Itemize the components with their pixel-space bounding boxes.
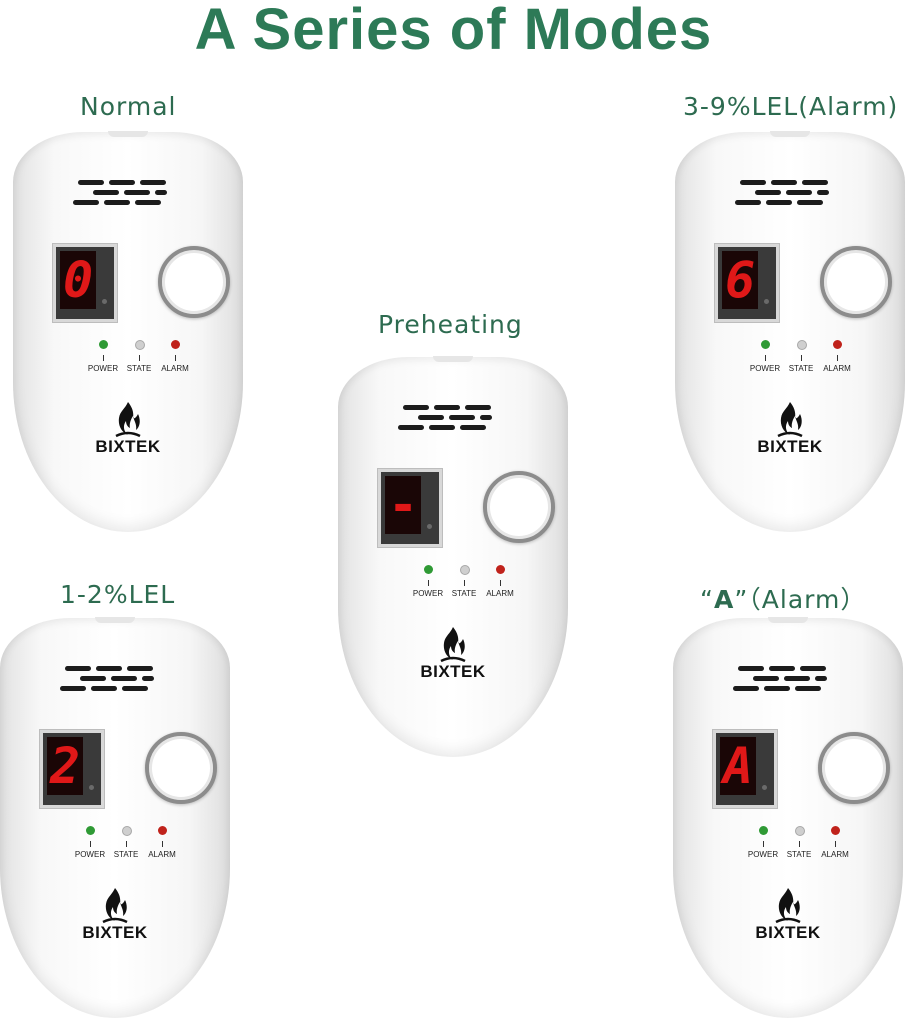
state-led	[460, 565, 470, 575]
speaker-grille	[13, 132, 243, 205]
display-digit: 6	[722, 251, 758, 309]
state-led	[795, 826, 805, 836]
power-label: POWER	[749, 364, 781, 373]
speaker-grille	[675, 132, 905, 205]
mode-label-low: 1-2%LEL	[60, 580, 176, 609]
state-label: STATE	[786, 850, 812, 859]
power-label: POWER	[747, 850, 779, 859]
digit-display: 2	[40, 730, 104, 808]
indicator-leds: POWER STATE ALARM	[408, 565, 518, 605]
test-button[interactable]	[818, 732, 890, 804]
state-led	[122, 826, 132, 836]
decimal-point	[764, 299, 769, 304]
speaker-grille	[673, 618, 903, 691]
test-button[interactable]	[820, 246, 892, 318]
mode-label-alarm-high: 3-9%LEL(Alarm)	[683, 92, 899, 121]
display-digit: 0	[60, 251, 96, 309]
speaker-grille	[0, 618, 230, 691]
gas-detector-5: A POWER STATE ALARM BIXTEK	[673, 617, 903, 1018]
page-title: A Series of Modes	[194, 0, 713, 62]
decimal-point	[427, 524, 432, 529]
brand-logo-text: BIXTEK	[757, 437, 823, 456]
state-label: STATE	[451, 589, 477, 598]
decimal-point	[89, 785, 94, 790]
alarm-led	[158, 826, 167, 835]
decimal-point	[762, 785, 767, 790]
digit-display: A	[713, 730, 777, 808]
alarm-label: ALARM	[161, 364, 189, 373]
mode-label-preheating: Preheating	[378, 310, 523, 339]
device-notch	[433, 356, 473, 362]
alarm-label: ALARM	[148, 850, 176, 859]
mode-label-normal: Normal	[80, 92, 177, 121]
brand-logo-text: BIXTEK	[95, 437, 161, 456]
alarm-label: ALARM	[823, 364, 851, 373]
flame-icon	[440, 627, 466, 663]
power-label: POWER	[412, 589, 444, 598]
flame-icon	[775, 888, 801, 924]
display-digit: -	[385, 476, 421, 534]
state-label: STATE	[788, 364, 814, 373]
test-button[interactable]	[158, 246, 230, 318]
indicator-leds: POWER STATE ALARM	[83, 340, 193, 380]
device-notch	[770, 131, 810, 137]
power-led	[759, 826, 768, 835]
flame-icon	[777, 402, 803, 438]
indicator-leds: POWER STATE ALARM	[743, 826, 853, 866]
power-led	[424, 565, 433, 574]
flame-icon	[102, 888, 128, 924]
gas-detector-4: 2 POWER STATE ALARM BIXTEK	[0, 617, 230, 1018]
brand-logo-text: BIXTEK	[82, 923, 148, 942]
device-notch	[95, 617, 135, 623]
flame-icon	[115, 402, 141, 438]
display-digit: 2	[47, 737, 83, 795]
indicator-leds: POWER STATE ALARM	[745, 340, 855, 380]
power-led	[761, 340, 770, 349]
power-label: POWER	[87, 364, 119, 373]
device-notch	[108, 131, 148, 137]
power-led	[99, 340, 108, 349]
display-digit: A	[720, 737, 756, 795]
alarm-label: ALARM	[821, 850, 849, 859]
gas-detector-2: 6 POWER STATE ALARM BIXTEK	[675, 131, 905, 532]
alarm-led	[831, 826, 840, 835]
state-led	[797, 340, 807, 350]
gas-detector-3: - POWER STATE ALARM BIXTEK	[338, 356, 568, 757]
alarm-led	[496, 565, 505, 574]
test-button[interactable]	[483, 471, 555, 543]
digit-display: 0	[53, 244, 117, 322]
digit-display: 6	[715, 244, 779, 322]
power-led	[86, 826, 95, 835]
alarm-label: ALARM	[486, 589, 514, 598]
brand-logo-text: BIXTEK	[755, 923, 821, 942]
power-label: POWER	[74, 850, 106, 859]
digit-display: -	[378, 469, 442, 547]
alarm-led	[171, 340, 180, 349]
brand-logo-text: BIXTEK	[420, 662, 486, 681]
alarm-led	[833, 340, 842, 349]
speaker-grille	[338, 357, 568, 430]
device-notch	[768, 617, 808, 623]
state-label: STATE	[113, 850, 139, 859]
state-label: STATE	[126, 364, 152, 373]
mode-label-a-alarm: “A”（Alarm）	[700, 585, 867, 614]
indicator-leds: POWER STATE ALARM	[70, 826, 180, 866]
decimal-point	[102, 299, 107, 304]
state-led	[135, 340, 145, 350]
test-button[interactable]	[145, 732, 217, 804]
gas-detector-1: 0 POWER STATE ALARM BIXTEK	[13, 131, 243, 532]
